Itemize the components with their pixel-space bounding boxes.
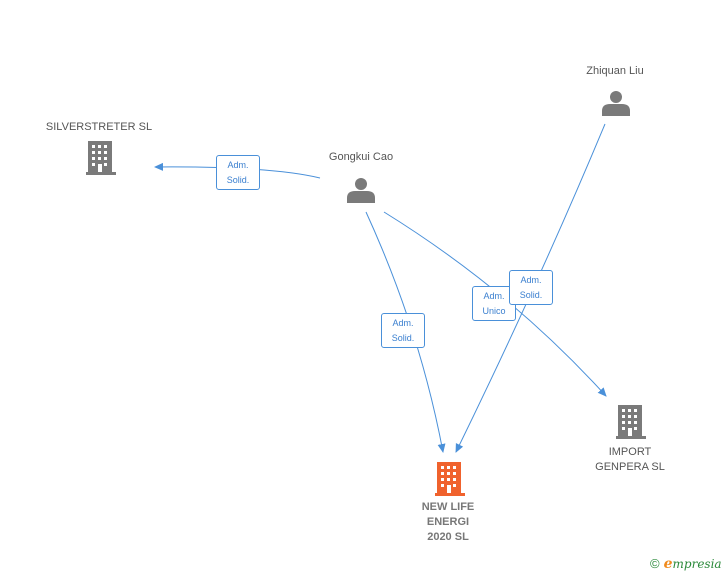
- node-label-zhiquan-liu[interactable]: Zhiquan Liu: [586, 65, 644, 77]
- edge-label-gongkui-newlife: Adm. Solid.: [381, 313, 425, 348]
- building-icon[interactable]: [86, 141, 116, 175]
- node-label-gongkui-cao[interactable]: Gongkui Cao: [328, 151, 394, 163]
- empresia-watermark: ©empresia: [650, 556, 722, 572]
- empresia-logo: empresia: [663, 556, 722, 572]
- node-label-new-life-energi[interactable]: NEW LIFE ENERGI 2020 SL: [421, 501, 475, 543]
- node-label-import-genpera[interactable]: IMPORT GENPERA SL: [595, 446, 665, 473]
- copyright-symbol: ©: [650, 556, 660, 571]
- node-label-silverstreter[interactable]: SILVERSTRETER SL: [45, 121, 153, 133]
- person-icon[interactable]: [602, 91, 630, 116]
- building-icon[interactable]: [616, 405, 646, 439]
- person-icon[interactable]: [347, 178, 375, 203]
- edge-label-zhiquan-newlife: Adm. Solid.: [509, 270, 553, 305]
- main-company-building-icon[interactable]: [435, 462, 465, 496]
- edge-label-gongkui-silverstreter: Adm. Solid.: [216, 155, 260, 190]
